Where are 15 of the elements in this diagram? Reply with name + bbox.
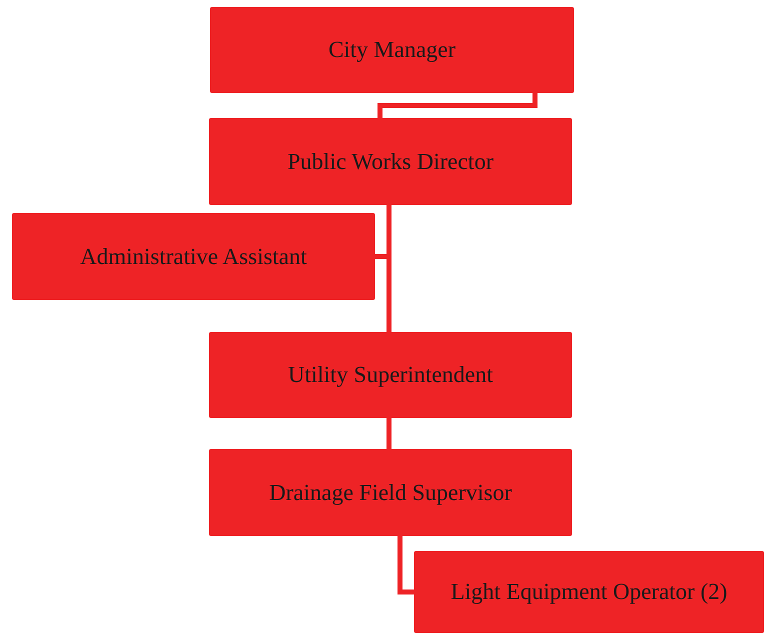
position-box: [210, 7, 574, 93]
connector-line: [386, 418, 392, 449]
connector-line: [378, 93, 538, 118]
connector-line: [398, 536, 414, 594]
position-box: [12, 213, 375, 300]
position-title: Drainage Field Supervisor: [269, 480, 512, 506]
position-title: Public Works Director: [288, 148, 494, 174]
position-title: Administrative Assistant: [80, 244, 307, 270]
position-box: [414, 551, 764, 633]
position-box: [209, 449, 572, 536]
position-box: [209, 332, 572, 418]
position-title: Light Equipment Operator (2): [450, 579, 728, 605]
position-box: [209, 118, 572, 205]
position-title: City Manager: [328, 37, 456, 63]
position-title: Utility Superintendent: [288, 362, 494, 388]
